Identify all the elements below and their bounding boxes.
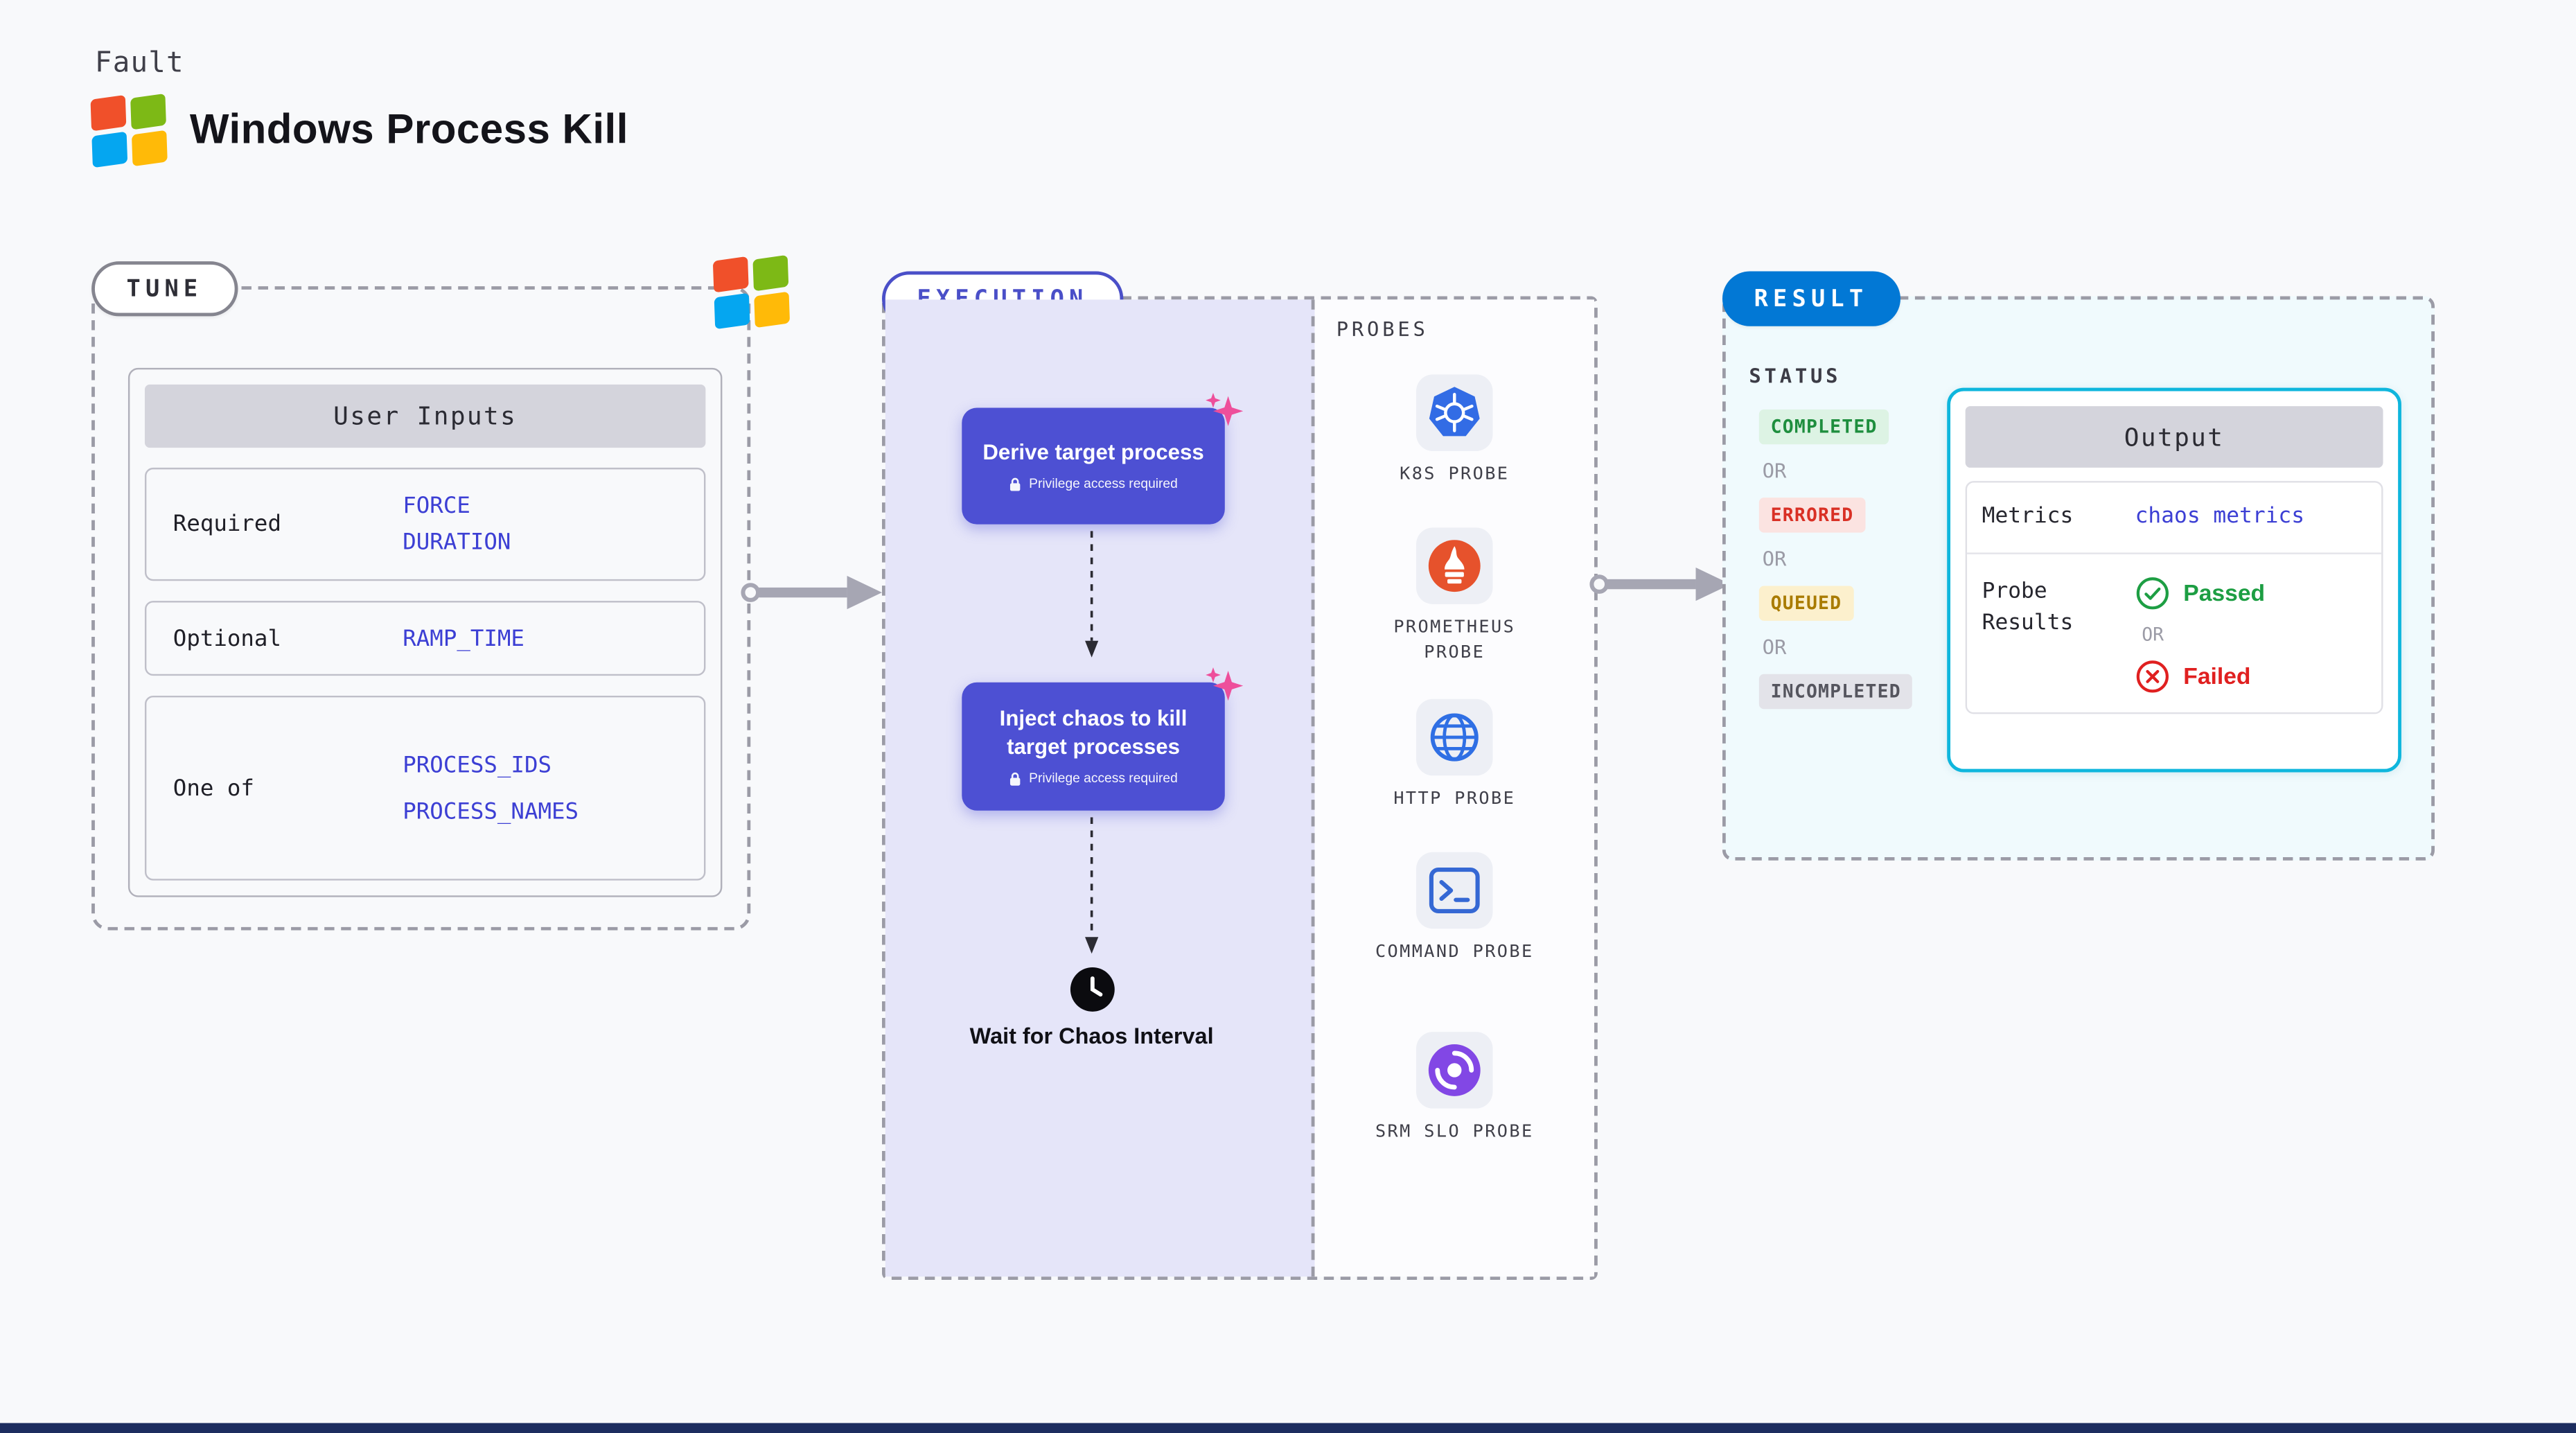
page-header: Windows Process Kill	[90, 93, 628, 168]
step-connector-arrow	[1085, 531, 1099, 658]
user-inputs-table: User Inputs Required FORCE DURATION Opti…	[127, 367, 723, 897]
probes-panel: PROBES	[1314, 299, 1595, 1277]
tunable-force: FORCE	[403, 492, 470, 520]
probe-label: HTTP PROBE	[1393, 789, 1516, 809]
srm-slo-icon	[1428, 1044, 1481, 1096]
status-heading: STATUS	[1749, 364, 1842, 388]
input-row-optional: Optional RAMP_TIME	[144, 601, 706, 676]
or-label: OR	[1762, 459, 1787, 483]
page-title: Windows Process Kill	[189, 106, 628, 153]
passed-result: Passed	[2135, 575, 2265, 610]
probe-label: SRM SLO PROBE	[1375, 1121, 1534, 1142]
lock-icon	[1010, 772, 1021, 786]
metrics-row: Metrics chaos metrics	[1967, 483, 2382, 554]
flow-arrow-execution-to-result	[1589, 568, 1731, 601]
status-badge-incompleted: INCOMPLETED	[1758, 674, 1913, 710]
ai-sparkle-icon	[1206, 392, 1244, 426]
chaos-metrics-link[interactable]: chaos metrics	[2135, 504, 2305, 530]
result-label-pill: RESULT	[1722, 271, 1900, 326]
step-card-inject-chaos: Inject chaos to kill target processes Pr…	[962, 667, 1244, 811]
probe-results-label: Probe Results	[1982, 578, 2074, 636]
http-globe-icon	[1430, 713, 1479, 762]
execution-steps-panel: Derive target process Privilege access r…	[885, 299, 1315, 1277]
output-table: Metrics chaos metrics Probe Results Pass…	[1965, 481, 2383, 714]
command-terminal-icon	[1429, 868, 1480, 914]
result-section: RESULT STATUS COMPLETED OR ERRORED OR QU…	[1722, 271, 2435, 861]
tunable-ramp-time: RAMP_TIME	[403, 624, 524, 652]
input-row-required: Required FORCE DURATION	[144, 467, 706, 581]
tunable-duration: DURATION	[403, 529, 511, 556]
output-header: Output	[1965, 406, 2383, 468]
fault-kicker: Fault	[94, 46, 184, 80]
tune-label-pill: TUNE	[91, 261, 238, 317]
input-row-one-of: One of PROCESS_IDS PROCESS_NAMES	[144, 695, 706, 881]
flow-arrow-tune-to-execution	[741, 576, 883, 610]
windows-logo-icon	[90, 93, 168, 168]
step-card-derive-target: Derive target process Privilege access r…	[962, 392, 1244, 525]
or-label: OR	[1762, 547, 1787, 571]
step-connector-arrow	[1085, 817, 1099, 954]
tune-section: TUNE User Inputs Required FORCE DURATION…	[91, 254, 791, 931]
probe-item-http: HTTP PROBE	[1315, 698, 1595, 813]
probe-results-row: Probe Results Passed OR	[1967, 554, 2381, 712]
privilege-badge: Privilege access required	[1009, 476, 1178, 493]
or-label: OR	[1762, 635, 1787, 660]
probe-label: K8S PROBE	[1400, 464, 1510, 484]
prometheus-icon	[1428, 540, 1481, 592]
wait-chaos-interval-label: Wait for Chaos Interval	[969, 1023, 1214, 1049]
privilege-badge: Privilege access required	[1009, 771, 1178, 787]
execution-section: EXECUTION Derive target process Privileg…	[882, 271, 1598, 1281]
ai-sparkle-icon	[1206, 667, 1244, 701]
metrics-label: Metrics	[1982, 504, 2074, 529]
step-title: Inject chaos to kill target processes	[999, 705, 1188, 759]
status-badge-completed: COMPLETED	[1758, 409, 1889, 445]
row-label: One of	[173, 775, 254, 802]
or-label: OR	[2142, 623, 2164, 645]
failed-result: Failed	[2135, 658, 2265, 693]
x-circle-icon	[2136, 660, 2169, 692]
lock-icon	[1010, 477, 1021, 491]
row-label: Required	[173, 511, 281, 538]
probe-item-command: COMMAND PROBE	[1315, 852, 1595, 966]
bottom-bar	[0, 1423, 2576, 1433]
probe-item-srm-slo: SRM SLO PROBE	[1315, 1032, 1595, 1145]
windows-logo-icon-small	[712, 254, 791, 330]
status-badge-queued: QUEUED	[1758, 586, 1854, 621]
tunable-process-names: PROCESS_NAMES	[403, 798, 579, 825]
probe-item-prometheus: PROMETHEUS PROBE	[1315, 527, 1595, 666]
clock-icon	[1070, 967, 1115, 1012]
probe-label: PROMETHEUS PROBE	[1393, 617, 1516, 663]
status-badge-errored: ERRORED	[1758, 498, 1866, 533]
user-inputs-header: User Inputs	[144, 384, 706, 448]
check-circle-icon	[2136, 576, 2169, 609]
step-title: Derive target process	[982, 439, 1204, 465]
kubernetes-icon	[1429, 387, 1480, 437]
status-list: COMPLETED OR ERRORED OR QUEUED OR INCOMP…	[1758, 409, 1913, 710]
probe-label: COMMAND PROBE	[1375, 942, 1534, 962]
output-card: Output Metrics chaos metrics Probe Resul…	[1947, 387, 2401, 773]
probes-heading: PROBES	[1336, 317, 1429, 342]
row-label: Optional	[173, 624, 281, 652]
tunable-process-ids: PROCESS_IDS	[403, 751, 552, 778]
probe-item-k8s: K8S PROBE	[1315, 374, 1595, 488]
